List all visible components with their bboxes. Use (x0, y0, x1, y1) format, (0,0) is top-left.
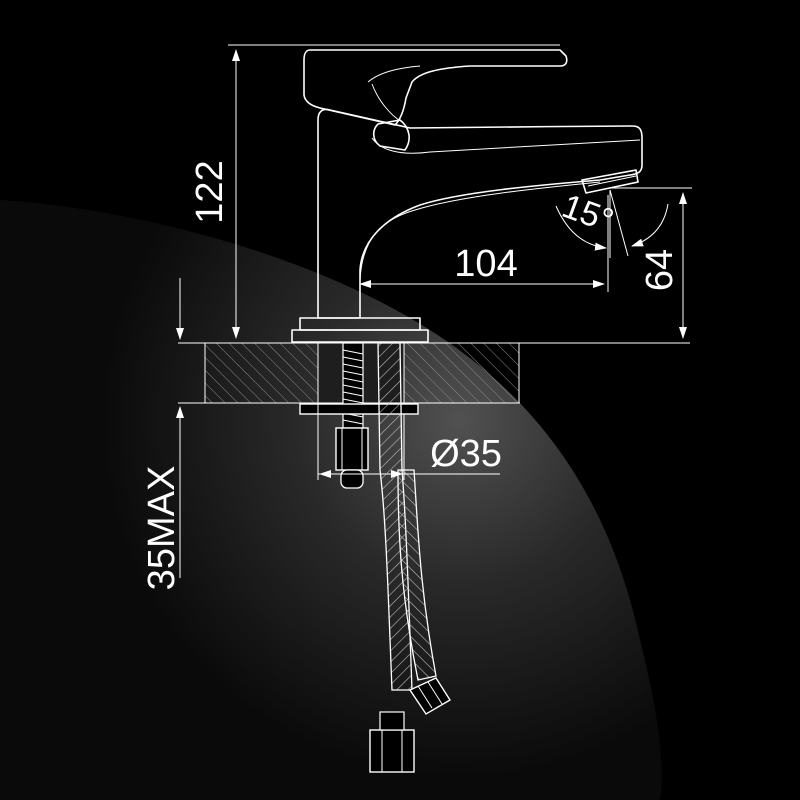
dimension-angle: 15° (555, 187, 669, 258)
dimension-angle-label: 15° (557, 187, 618, 240)
dimension-spout-height: 64 (610, 187, 692, 339)
dimension-thickness-label: 35MAX (141, 466, 183, 591)
dimension-height-label: 122 (189, 160, 231, 223)
countertop (178, 342, 690, 404)
dimension-spout-height-label: 64 (639, 249, 681, 291)
dimension-diameter: Ø35 (317, 403, 502, 480)
flexible-hoses (369, 342, 451, 773)
dimension-reach-label: 104 (454, 243, 517, 285)
dimension-reach: 104 (359, 195, 609, 292)
lever-handle (303, 49, 568, 151)
dimension-height: 122 (189, 44, 560, 344)
dimension-diameter-label: Ø35 (430, 433, 502, 475)
dimension-thickness: 35MAX (141, 278, 205, 590)
mounting-stud (299, 342, 419, 489)
